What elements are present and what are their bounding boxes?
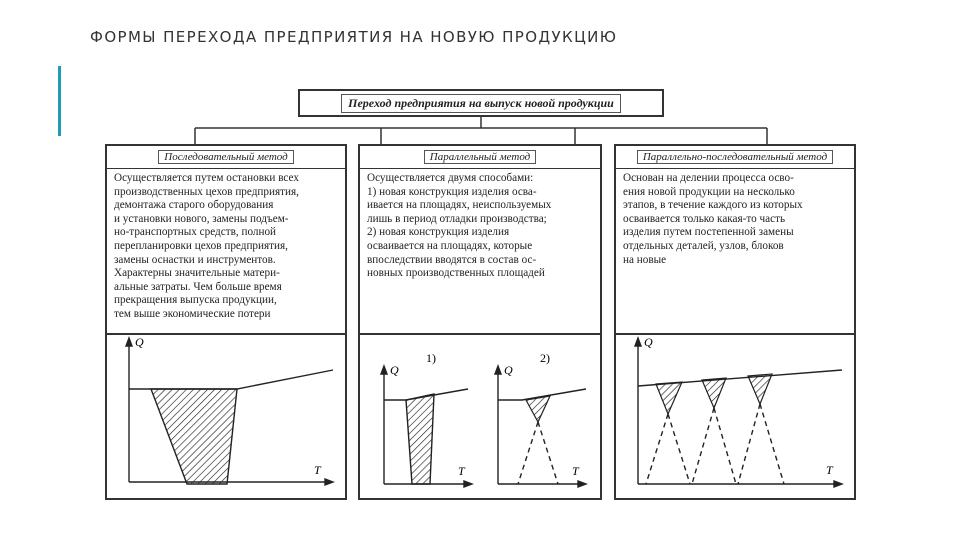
method-title: Параллельно-последовательный метод <box>636 150 834 164</box>
parallel-graph-2 <box>493 364 588 489</box>
parallel-graphs: Q T 1) Q T 2) <box>379 351 588 489</box>
parallel-sequential-graph: Q T <box>633 335 844 489</box>
method-description: Осуществляется двумя способами: 1) новая… <box>367 172 552 280</box>
method-description: Основан на делении процесса осво- ения н… <box>623 172 803 266</box>
parallel-loss-area-2 <box>525 395 552 424</box>
parallel-graph-1 <box>379 364 474 489</box>
sequential-graph: Q T <box>124 335 335 487</box>
y-axis-label: Q <box>644 335 653 349</box>
method-sequential: Последовательный метод Осуществляется пу… <box>105 144 347 500</box>
graph-number: 1) <box>426 351 436 365</box>
x-axis-label: T <box>314 463 322 477</box>
x-axis-label: T <box>458 464 466 478</box>
method-parallel: Параллельный метод Осуществляется двумя … <box>358 144 602 500</box>
accent-bar <box>58 66 61 136</box>
stage-loss-area-2 <box>701 377 727 410</box>
x-axis-label: T <box>572 464 580 478</box>
y-axis-label: Q <box>504 363 513 377</box>
x-axis-label: T <box>826 463 834 477</box>
stage-loss-area-1 <box>655 381 683 416</box>
parallel-loss-area-1 <box>405 393 435 485</box>
production-loss-area <box>149 388 238 485</box>
hierarchy-connectors <box>194 117 768 144</box>
stage-loss-area-3 <box>747 373 773 406</box>
method-title: Параллельный метод <box>423 150 537 164</box>
method-description: Осуществляется путем остановки всех прои… <box>114 172 299 320</box>
root-label: Переход предприятия на выпуск новой прод… <box>341 93 621 113</box>
root-box: Переход предприятия на выпуск новой прод… <box>298 89 664 117</box>
y-axis-label: Q <box>390 363 399 377</box>
y-axis-label: Q <box>135 335 144 349</box>
graph-number: 2) <box>540 351 550 365</box>
method-parallel-sequential: Параллельно-последовательный метод Основ… <box>614 144 856 500</box>
slide-title: ФОРМЫ ПЕРЕХОДА ПРЕДПРИЯТИЯ НА НОВУЮ ПРОД… <box>90 28 618 46</box>
method-title: Последовательный метод <box>158 150 294 164</box>
